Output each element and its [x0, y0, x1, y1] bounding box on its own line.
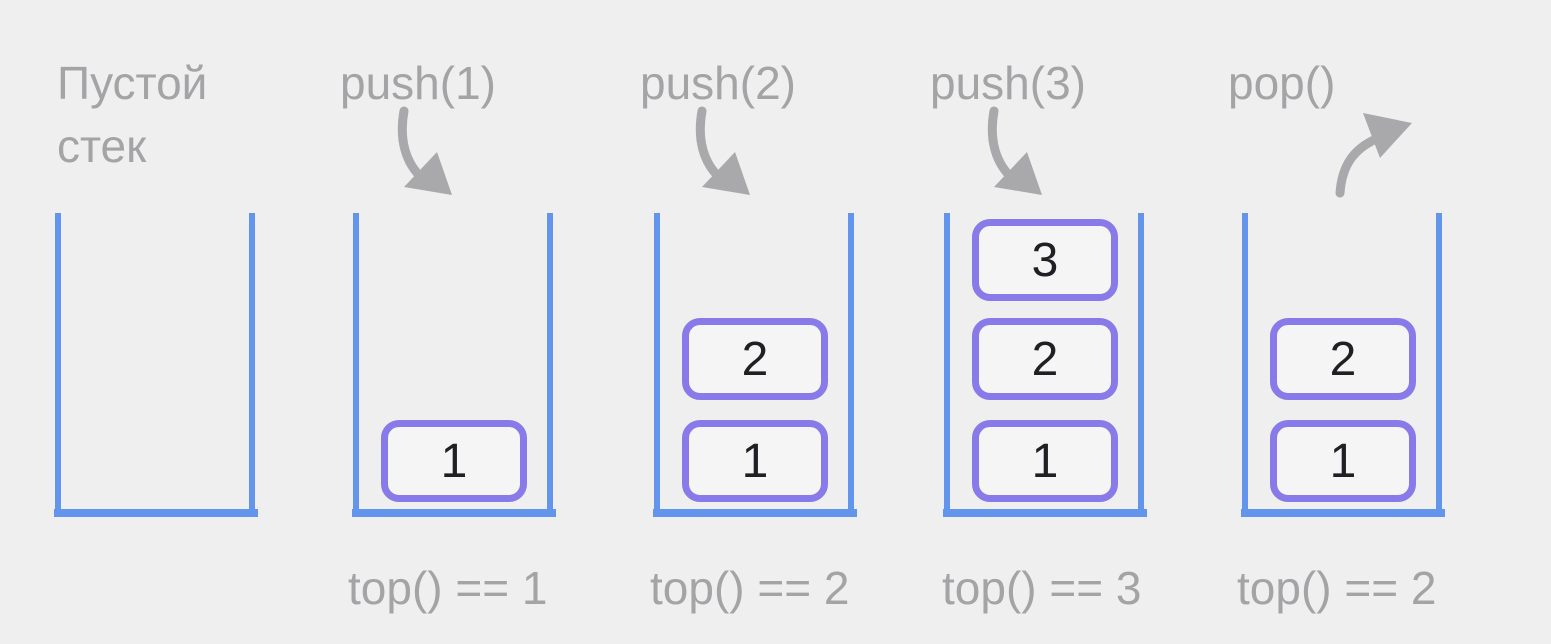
stack-container-empty — [54, 213, 258, 517]
label-push-2: push(2) — [640, 57, 796, 109]
push-down-arrow-icon — [987, 106, 1042, 195]
stack-item: 1 — [682, 420, 828, 502]
caption-top-equals-2b: top() == 2 — [1237, 562, 1437, 614]
stack-container-push1: 1 — [352, 213, 556, 517]
stack-item: 3 — [972, 219, 1118, 301]
stack-item: 1 — [1270, 420, 1416, 502]
stack-bottom — [352, 509, 556, 517]
stack-left-wall — [944, 213, 950, 517]
stack-container-push2: 2 1 — [653, 213, 857, 517]
stack-right-wall — [249, 213, 255, 517]
stack-item: 2 — [1270, 318, 1416, 400]
stack-left-wall — [353, 213, 359, 517]
pop-up-arrow-icon — [1335, 113, 1412, 198]
stack-bottom — [653, 509, 857, 517]
stack-right-wall — [848, 213, 854, 517]
stack-bottom — [54, 509, 258, 517]
label-empty-stack: Пустой стек — [57, 57, 208, 172]
stack-item: 2 — [972, 318, 1118, 400]
stack-right-wall — [547, 213, 553, 517]
stack-item: 1 — [972, 420, 1118, 502]
stack-right-wall — [1436, 213, 1442, 517]
stack-left-wall — [55, 213, 61, 517]
label-pop: pop() — [1228, 57, 1336, 109]
stack-container-push3: 3 2 1 — [943, 213, 1147, 517]
label-push-3: push(3) — [930, 57, 1086, 109]
label-push-1: push(1) — [340, 57, 496, 109]
stack-bottom — [1241, 509, 1445, 517]
caption-top-equals-3: top() == 3 — [942, 562, 1142, 614]
caption-top-equals-2: top() == 2 — [650, 562, 850, 614]
stack-right-wall — [1138, 213, 1144, 517]
stack-bottom — [943, 509, 1147, 517]
stack-left-wall — [654, 213, 660, 517]
stack-item: 1 — [381, 420, 527, 502]
stack-left-wall — [1242, 213, 1248, 517]
stack-item: 2 — [682, 318, 828, 400]
caption-top-equals-1: top() == 1 — [348, 562, 548, 614]
stack-container-pop: 2 1 — [1241, 213, 1445, 517]
push-down-arrow-icon — [695, 106, 750, 195]
push-down-arrow-icon — [397, 106, 452, 195]
